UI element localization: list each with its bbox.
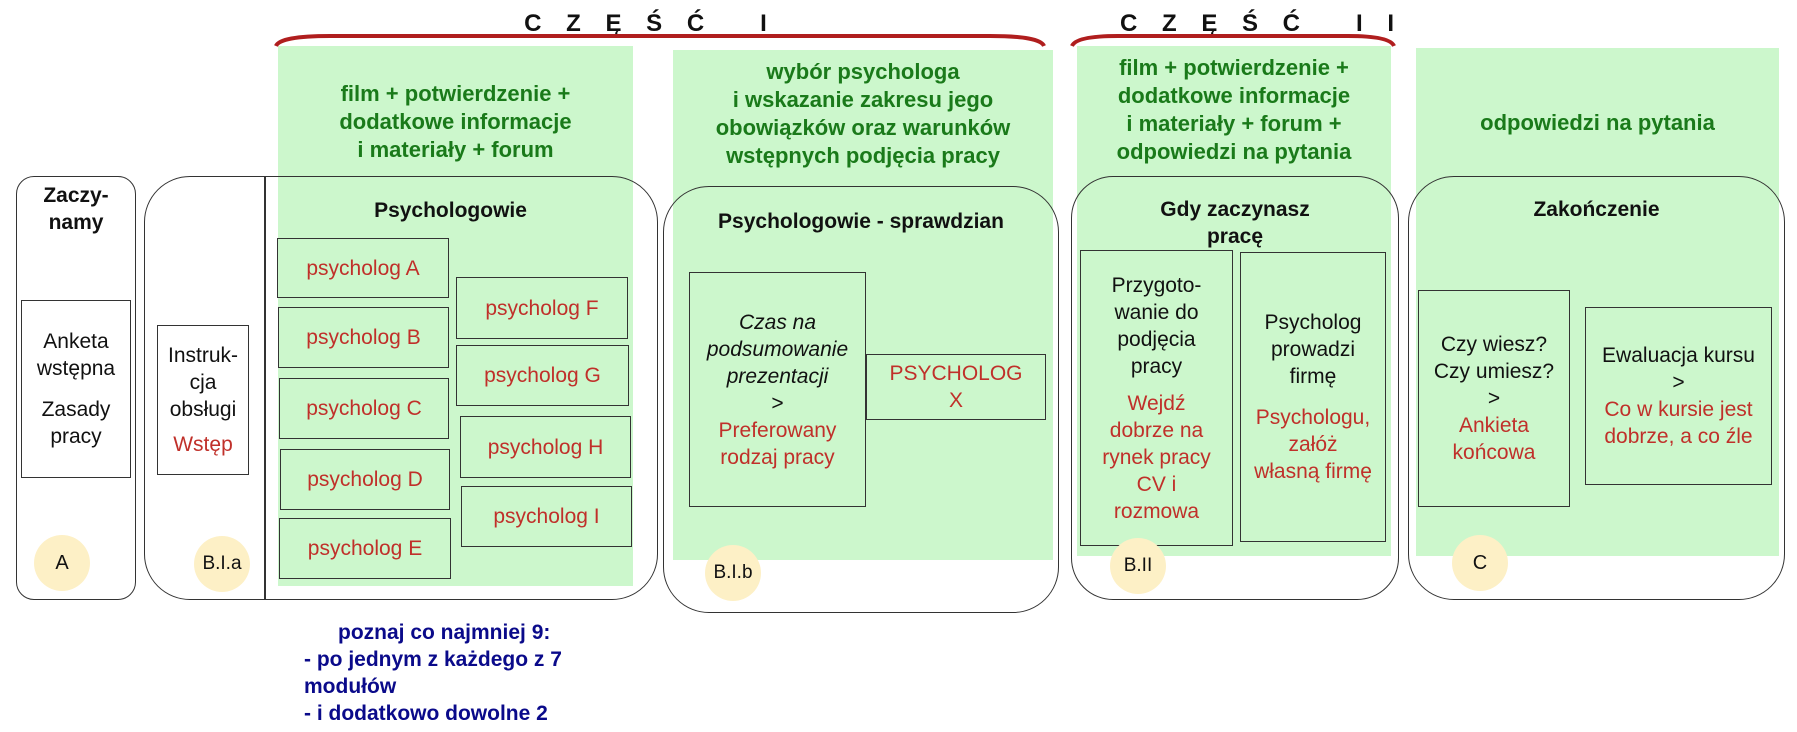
panel-c: [1408, 176, 1785, 600]
ending-title: Zakończenie: [1533, 198, 1660, 221]
panel-b1b: [663, 186, 1059, 613]
psychologist-i-box[interactable]: psycholog I: [461, 486, 632, 547]
green-header-3: film + potwierdzenie +dodatkowe informac…: [1116, 55, 1352, 164]
green-area-2: [673, 50, 1053, 560]
green-header-4: odpowiedzi na pytania: [1480, 110, 1715, 135]
psychologist-a-box[interactable]: psycholog A: [277, 238, 449, 298]
module-c-circle: C: [1452, 535, 1508, 591]
requirement-note: poznaj co najmniej 9: - po jednym z każd…: [304, 621, 562, 725]
panel-a-title: Zaczy-namy: [43, 184, 109, 234]
psychologist-e-box[interactable]: psycholog E: [279, 518, 451, 579]
part-1-label: C Z Ę Ś Ć I: [524, 10, 776, 37]
part-2-label: C Z Ę Ś Ć I I: [1120, 10, 1404, 37]
panel-a: [16, 176, 136, 600]
module-b1b-circle: B.I.b: [705, 545, 761, 601]
psychologist-d-box[interactable]: psycholog D: [280, 449, 450, 510]
psychologist-c-box[interactable]: psycholog C: [279, 378, 449, 439]
green-area-4: [1416, 48, 1779, 556]
green-area-3: [1077, 46, 1391, 556]
panel-b1a-divider: [264, 177, 266, 599]
psychologist-f-box[interactable]: psycholog F: [456, 277, 628, 339]
green-area-1: [278, 46, 633, 586]
green-header-1: film + potwierdzenie +dodatkowe informac…: [339, 81, 572, 162]
psychologist-g-box[interactable]: psycholog G: [456, 345, 629, 406]
summary-box[interactable]: Czas na podsumowanie prezentacji > Prefe…: [689, 272, 866, 507]
part-1-brace: [274, 34, 1046, 48]
psychologist-b-box[interactable]: psycholog B: [278, 307, 449, 368]
panel-b1a: [144, 176, 658, 600]
panel-b2: [1071, 176, 1399, 600]
module-b2-circle: B.II: [1110, 538, 1166, 594]
part-2-brace: [1070, 34, 1396, 48]
module-a-circle: A: [34, 535, 90, 591]
module-b1a-circle: B.I.a: [194, 536, 250, 592]
psychologists-title: Psychologowie: [374, 199, 527, 222]
psychologist-h-box[interactable]: psycholog H: [460, 416, 631, 478]
test-title: Psychologowie - sprawdzian: [718, 210, 1004, 233]
